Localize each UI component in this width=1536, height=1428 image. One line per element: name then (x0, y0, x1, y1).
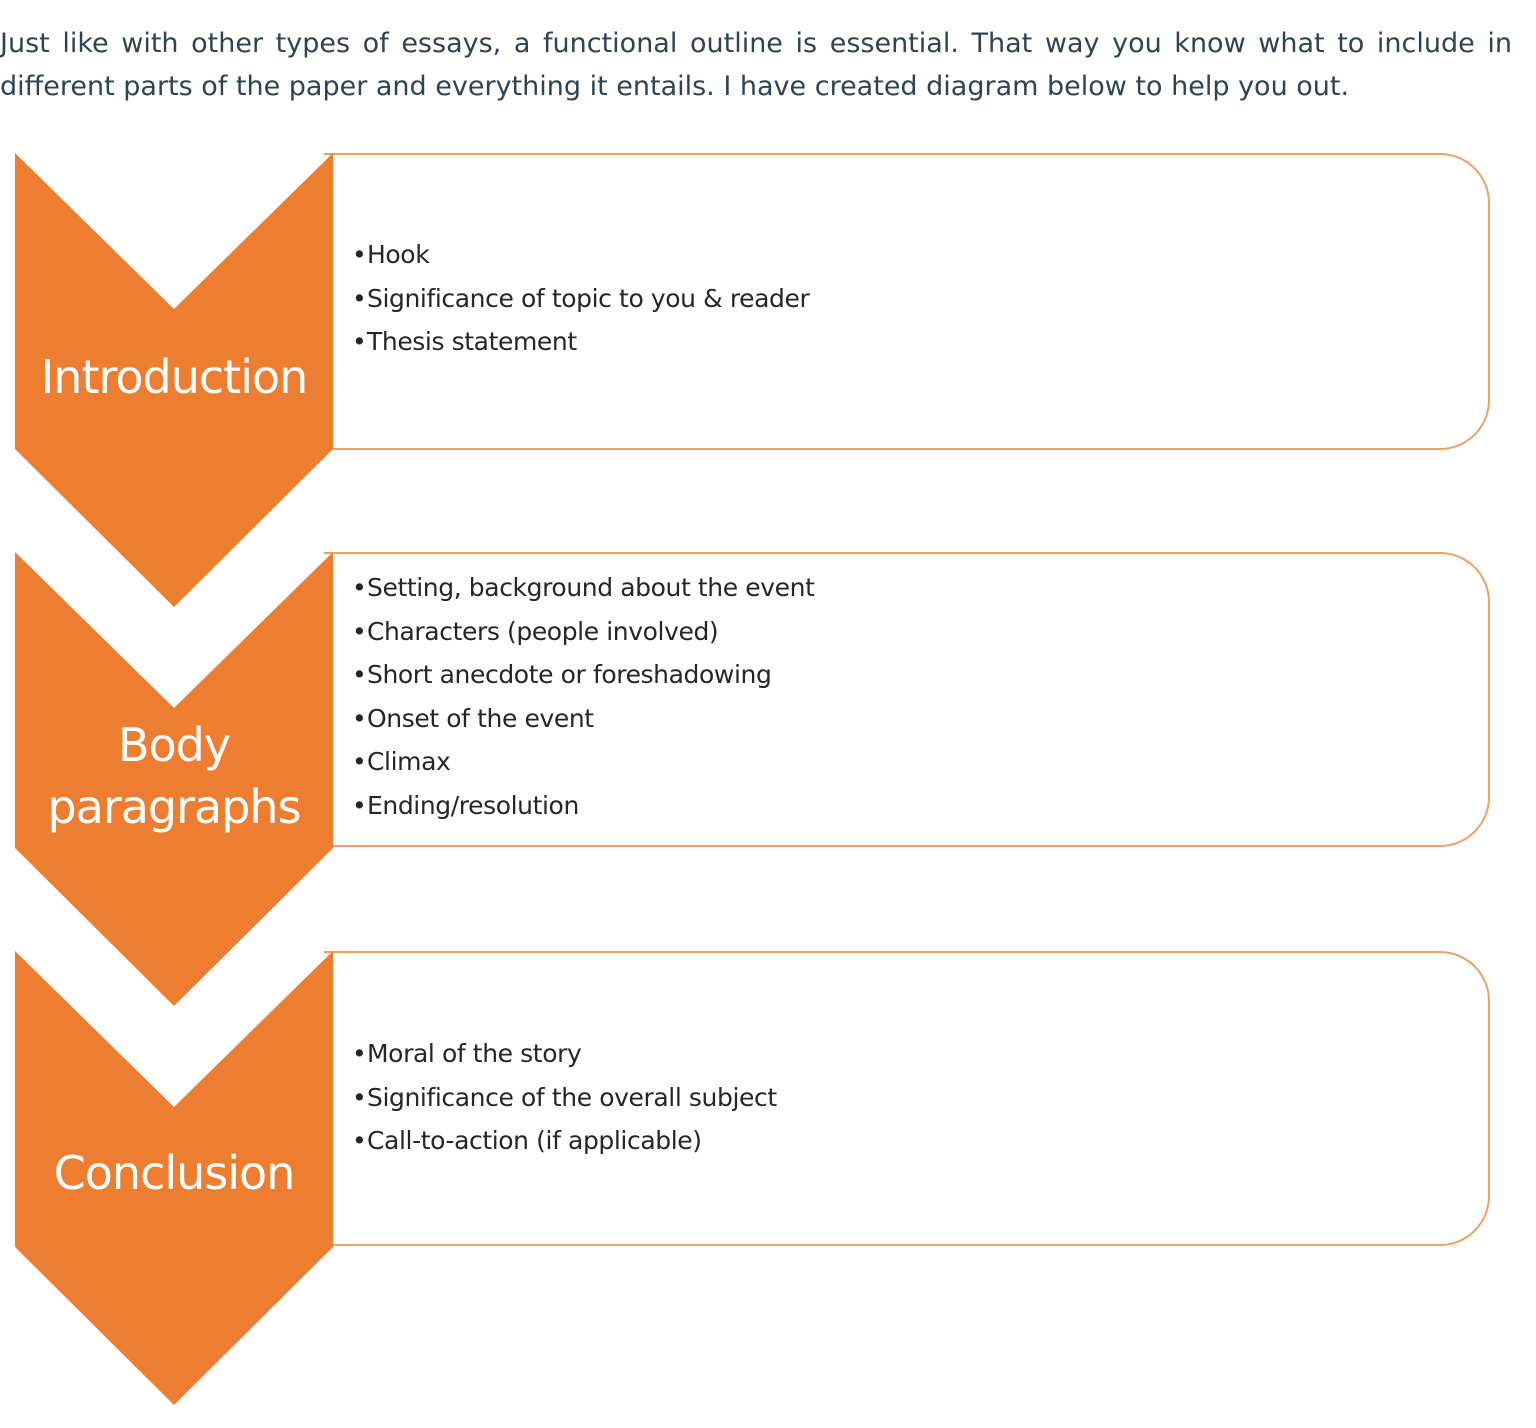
introduction-label-line: Introduction (40, 350, 309, 404)
list-item: Setting, background about the event (352, 566, 815, 610)
list-item: Climax (352, 740, 814, 784)
introduction-label: Introduction (15, 346, 333, 408)
list-item: Thesis statement (352, 320, 809, 364)
conclusion-content-box (324, 951, 1490, 1246)
body-paragraphs-label-line-1: Body (117, 718, 231, 772)
list-item: Significance of topic to you & reader (352, 277, 810, 321)
introduction-content-box (324, 153, 1490, 450)
body-paragraphs-content-box (324, 552, 1490, 847)
conclusion-label-line: Conclusion (53, 1146, 296, 1200)
list-item: Significance of the overall subject (352, 1076, 777, 1120)
intro-paragraph: Just like with other types of essays, a … (0, 28, 1512, 102)
body-paragraphs-chevron (15, 552, 333, 1006)
list-item: Characters (people involved) (352, 610, 814, 654)
body-paragraphs-label-line-2: paragraphs (47, 780, 301, 834)
body-paragraphs-bullet-list: Setting, background about the event Char… (352, 566, 815, 828)
list-item: Moral of the story (352, 1032, 777, 1076)
list-item: Call-to-action (if applicable) (352, 1119, 777, 1163)
conclusion-label: Conclusion (15, 1142, 333, 1204)
list-item: Ending/resolution (352, 784, 814, 828)
conclusion-chevron (15, 951, 333, 1405)
body-paragraphs-label: Body paragraphs (15, 714, 333, 838)
list-item: Hook (352, 233, 809, 277)
introduction-bullet-list: Hook Significance of topic to you & read… (352, 233, 810, 364)
introduction-chevron (15, 153, 333, 607)
list-item: Short anecdote or foreshadowing (352, 653, 814, 697)
conclusion-bullet-list: Moral of the story Significance of the o… (352, 1032, 777, 1163)
list-item: Onset of the event (352, 697, 814, 741)
